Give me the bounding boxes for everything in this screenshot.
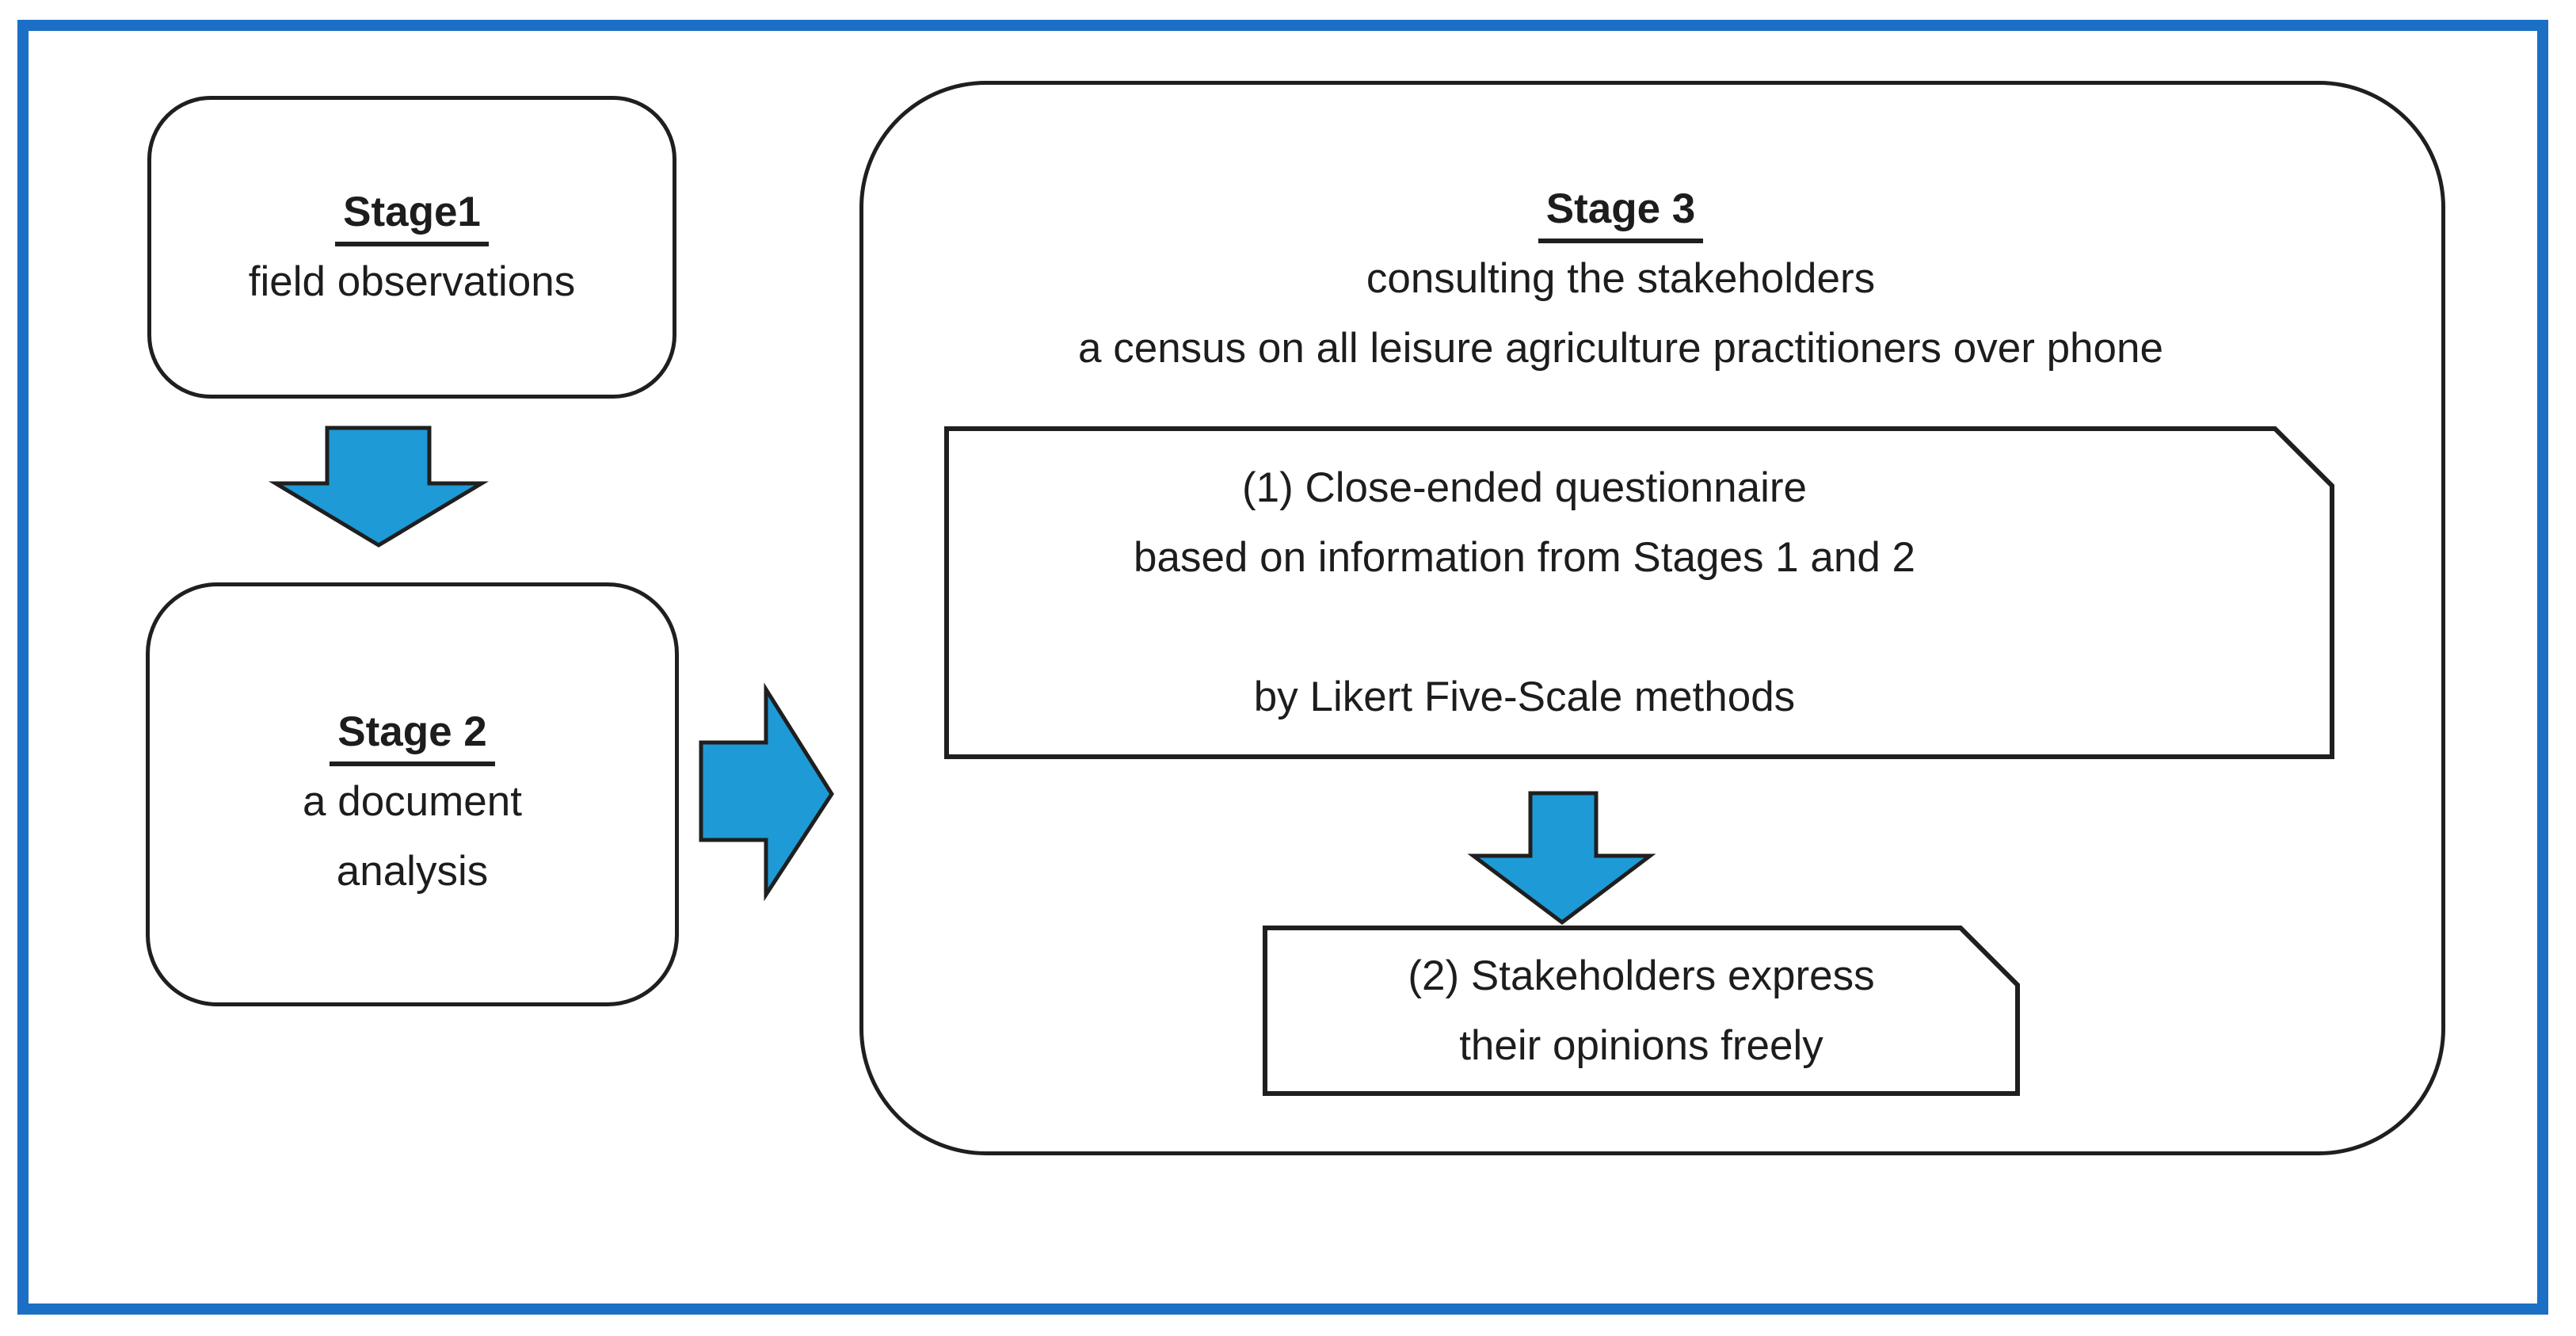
down-arrow-icon [1467,791,1656,926]
opinions-line2: their opinions freely [1459,1021,1823,1069]
stage1-heading: Stage1 [335,177,489,247]
questionnaire-line1: (1) Close-ended questionnaire [1242,464,1807,511]
stage1-heading-text: Stage1 [335,189,489,246]
opinions-box-shape [1263,926,2020,1096]
stage1-body: field observations [248,258,576,305]
opinions-line1: (2) Stakeholders express [1408,952,1875,999]
questionnaire-line2: based on information from Stages 1 and 2 [1134,534,1915,581]
questionnaire-box: (1) Close-ended questionnaire based on i… [944,426,2334,759]
stage2-box: Stage 2 a document analysis [146,582,679,1006]
stage3-heading-text: Stage 3 [1538,185,1704,243]
stage1-box: Stage1 field observations [147,96,676,399]
stage2-body-line1: a document [303,777,522,825]
opinions-box: (2) Stakeholders express their opinions … [1263,926,2020,1096]
right-arrow-icon [699,682,834,902]
questionnaire-box-shape [944,426,2334,759]
stage2-heading: Stage 2 [330,697,495,767]
stage3-subtitle-2: a census on all leisure agriculture prac… [1078,325,2163,372]
stage3-subtitle-1: consulting the stakeholders [1366,255,1876,302]
stage2-heading-text: Stage 2 [330,708,495,766]
stage3-heading: Stage 3 [859,174,2382,244]
stage3-header: Stage 3 consulting the stakeholders a ce… [859,81,2445,384]
figure-frame [17,20,2548,1315]
stage2-body-line2: analysis [336,847,489,895]
down-arrow-icon [268,426,490,548]
questionnaire-line3: by Likert Five-Scale methods [1253,674,1796,720]
